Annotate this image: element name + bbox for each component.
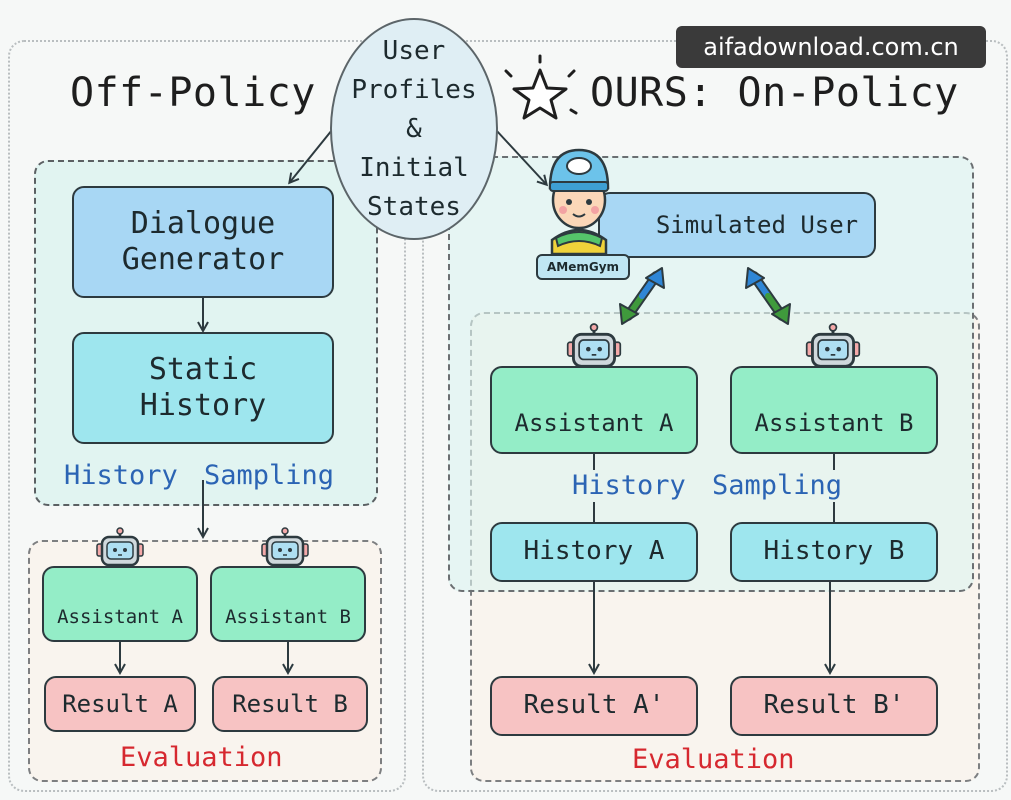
simulated-user-box: Simulated User	[598, 192, 876, 258]
dialogue-generator-box: Dialogue Generator	[72, 186, 334, 298]
user-avatar-icon	[548, 148, 610, 256]
left-assistant-b-box: Assistant B	[210, 566, 366, 642]
result-b-prime-box: Result B'	[730, 676, 938, 736]
amemgym-badge: AMemGym	[536, 254, 630, 280]
arrow-profiles-to-user	[495, 129, 546, 184]
bidirectional-arrow-icon	[619, 267, 665, 325]
watermark: aifadownload.com.cn	[676, 26, 986, 68]
off-policy-panel	[8, 40, 406, 792]
left-history-sampling-label-1: History	[64, 460, 178, 491]
star-icon	[504, 54, 578, 120]
off-policy-title: Off-Policy	[70, 70, 316, 116]
right-assistant-b-box: Assistant B	[730, 366, 938, 454]
right-assistant-a-box: Assistant A	[490, 366, 698, 454]
arrow-profiles-to-generator	[290, 129, 333, 182]
history-b-box: History B	[730, 522, 938, 582]
left-history-sampling-label-2: Sampling	[204, 460, 335, 491]
left-result-b-box: Result B	[212, 676, 368, 732]
history-a-box: History A	[490, 522, 698, 582]
left-evaluation-label: Evaluation	[120, 742, 283, 773]
user-profiles-ellipse: User Profiles & Initial States	[330, 18, 498, 240]
right-history-sampling-label-2: Sampling	[712, 470, 843, 501]
left-assistant-a-box: Assistant A	[42, 566, 198, 642]
right-history-sampling-label-1: History	[572, 470, 686, 501]
right-evaluation-label: Evaluation	[632, 744, 795, 775]
result-a-prime-box: Result A'	[490, 676, 698, 736]
left-result-a-box: Result A	[44, 676, 196, 732]
bidirectional-arrow-icon	[745, 267, 791, 325]
on-policy-title: OURS: On-Policy	[590, 70, 959, 116]
static-history-box: Static History	[72, 332, 334, 444]
